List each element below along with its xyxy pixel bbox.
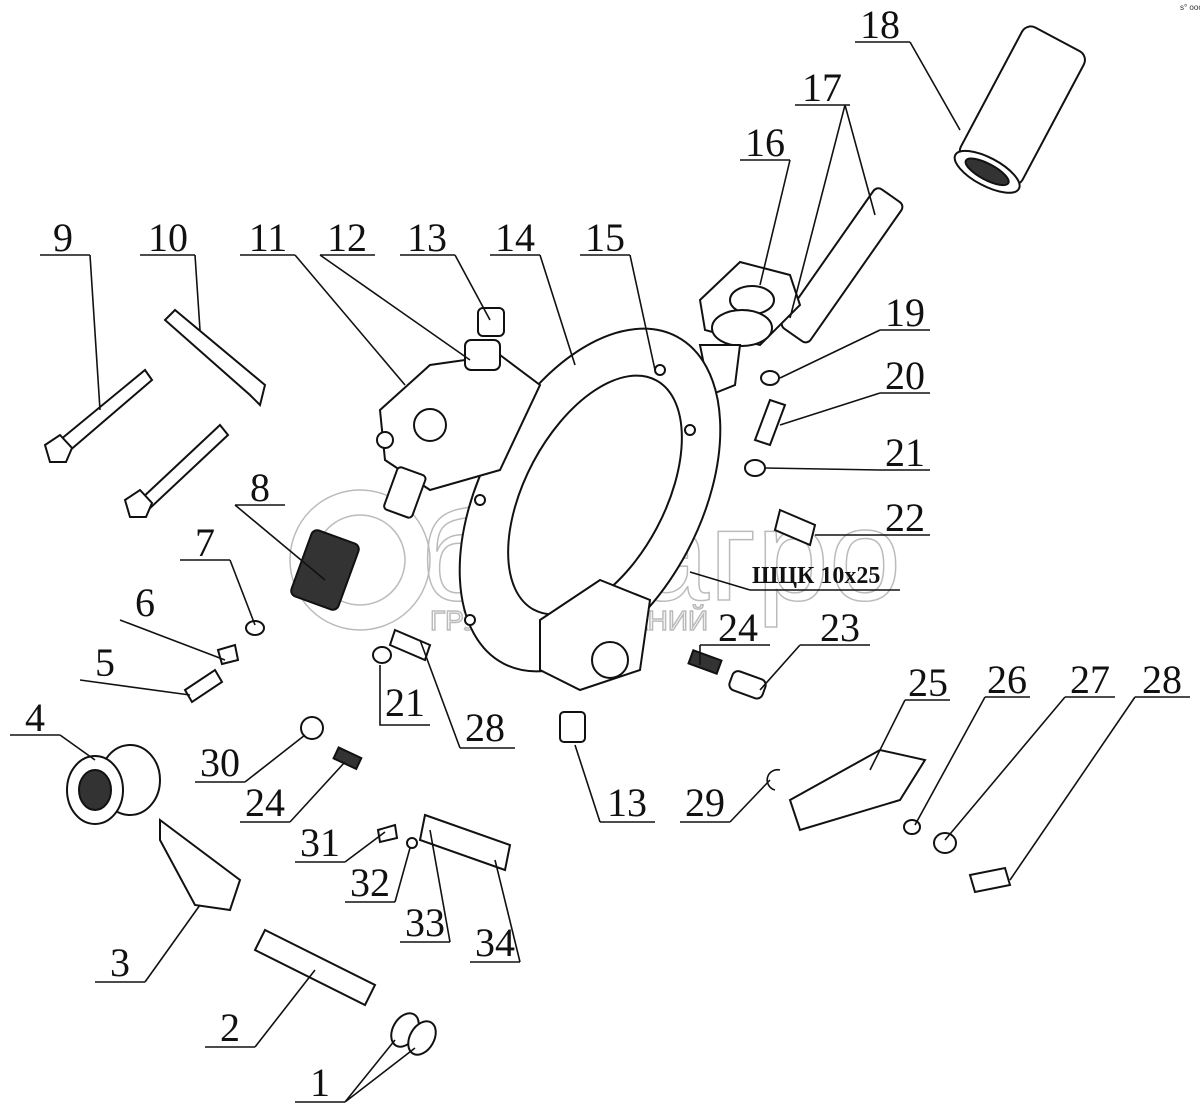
part-5-bolt — [183, 668, 224, 704]
part-13-plug-lower — [559, 711, 586, 743]
label-9: 9 — [53, 215, 73, 260]
part-10-bracket — [163, 308, 267, 407]
part-30-nut — [300, 716, 324, 740]
fastener-note: ШЦК 10х25 — [752, 563, 880, 589]
label-24-right: 24 — [718, 605, 758, 650]
part-34-valve — [418, 813, 512, 872]
label-27: 27 — [1070, 657, 1110, 702]
label-8: 8 — [250, 465, 270, 510]
label-31: 31 — [300, 820, 340, 865]
label-16: 16 — [745, 120, 785, 165]
label-3: 3 — [110, 940, 130, 985]
label-15: 15 — [585, 215, 625, 260]
label-28-lower: 28 — [465, 705, 505, 750]
label-33: 33 — [405, 900, 445, 945]
label-13-top: 13 — [407, 215, 447, 260]
label-28-right: 28 — [1142, 657, 1182, 702]
lower-housing-port — [591, 641, 629, 679]
label-4: 4 — [25, 695, 45, 740]
label-18: 18 — [860, 2, 900, 47]
label-32: 32 — [350, 860, 390, 905]
part-17-tube — [780, 187, 904, 344]
part-13-plug-top — [477, 307, 505, 337]
part-24-spring-lower — [332, 746, 363, 771]
label-12: 12 — [327, 215, 367, 260]
part-29-circlip — [766, 768, 781, 791]
label-19: 19 — [885, 290, 925, 335]
label-5: 5 — [95, 640, 115, 685]
label-1: 1 — [310, 1060, 330, 1105]
label-13-lower: 13 — [607, 780, 647, 825]
part-4-bearing — [66, 744, 161, 825]
part-3-lever — [159, 818, 242, 912]
part-18-sleeve — [953, 25, 1086, 194]
part-6-lock-plate — [216, 643, 240, 666]
part-11-pump-body — [376, 339, 542, 492]
part-19-washer — [760, 370, 780, 386]
label-34: 34 — [475, 920, 515, 965]
part-16-gasket — [698, 260, 802, 347]
part-21-washer-lower — [372, 646, 392, 664]
label-21-right: 21 — [885, 430, 925, 475]
part-31-pin — [376, 823, 399, 844]
pump-shaft-spline — [383, 466, 427, 519]
leader-lines — [10, 41, 1190, 1103]
part-8-gear — [290, 529, 360, 611]
label-24-lower: 24 — [245, 780, 285, 825]
label-22: 22 — [885, 495, 925, 540]
label-14: 14 — [495, 215, 535, 260]
part-32-ball — [406, 837, 418, 849]
label-30: 30 — [200, 740, 240, 785]
parts — [43, 25, 1086, 1056]
part-24-spring — [687, 649, 723, 675]
part-25-plate — [788, 748, 927, 832]
part-2-shaft — [253, 928, 377, 1007]
label-29: 29 — [685, 780, 725, 825]
part-28-bolt-right — [968, 866, 1012, 894]
label-6: 6 — [135, 580, 155, 625]
label-20: 20 — [885, 353, 925, 398]
label-21-lower: 21 — [385, 680, 425, 725]
part-9-bolts — [43, 368, 230, 518]
label-10: 10 — [148, 215, 188, 260]
corner-mark: s° ооо — [1180, 3, 1200, 12]
part-21-nut-right — [744, 459, 766, 477]
label-17: 17 — [802, 65, 842, 110]
part-26-washer — [903, 819, 921, 835]
part-27-washer — [933, 832, 957, 854]
label-26: 26 — [987, 657, 1027, 702]
label-25: 25 — [908, 660, 948, 705]
label-23: 23 — [820, 605, 860, 650]
part-1-oring-b — [407, 1020, 437, 1056]
label-7: 7 — [195, 520, 215, 565]
part-28-bolt-lower — [388, 628, 432, 662]
part-23-plug — [728, 670, 767, 700]
part-20-bolt — [753, 398, 787, 447]
part-7-washer — [245, 620, 265, 636]
label-2: 2 — [220, 1005, 240, 1050]
part-labels: 18 17 16 15 14 13 12 11 10 9 19 20 21 22… — [25, 2, 1182, 1105]
label-11: 11 — [249, 215, 288, 260]
part-22-bolt — [773, 508, 817, 547]
watermark-logo-ring — [289, 489, 431, 631]
